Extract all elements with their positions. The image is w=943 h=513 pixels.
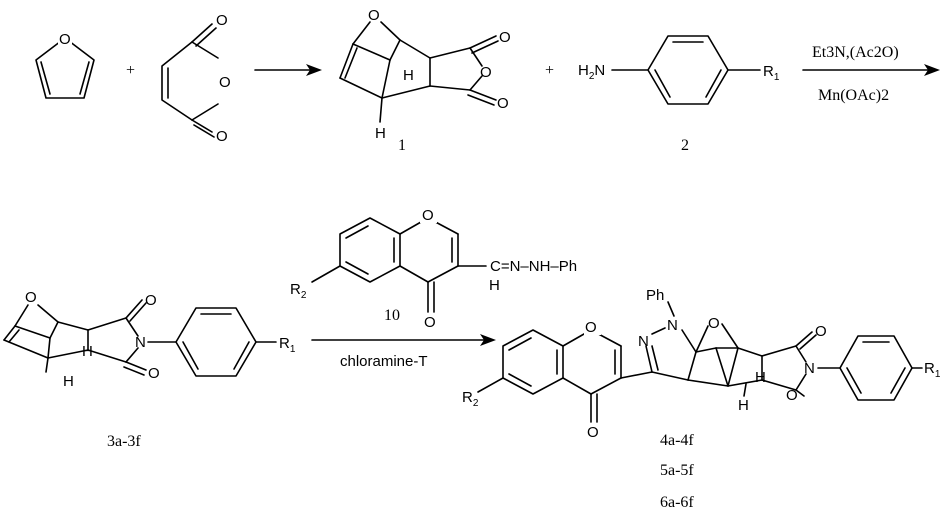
product-pyrazoline-n2: N bbox=[667, 317, 678, 334]
compound-1-carbonyl-o-bottom: O bbox=[497, 95, 509, 112]
arrow-2-reagent-bottom: Mn(OAc)2 bbox=[818, 87, 889, 104]
final-product-structure: O O R2 N N Ph O H H bbox=[462, 287, 941, 441]
maleic-anhydride-structure: O O O bbox=[161, 12, 231, 145]
compound-3-h2: H bbox=[82, 343, 93, 360]
compound-3-h: H bbox=[63, 373, 74, 390]
product-carbonyl-o: O bbox=[587, 424, 599, 441]
arrow-2-reagent-top: Et3N,(Ac2O) bbox=[812, 44, 899, 61]
compound-1-h: H bbox=[375, 125, 386, 142]
compound-10-r2: R2 bbox=[290, 281, 307, 301]
compound-3-carbonyl-o-bottom: O bbox=[148, 365, 160, 382]
product-label-4: 4a-4f bbox=[660, 432, 694, 449]
compound-2-label: 2 bbox=[681, 137, 689, 154]
compound-10-carbonyl-o: O bbox=[424, 314, 436, 331]
arrow-3-reagent: chloramine-T bbox=[340, 353, 428, 370]
compound-3-label: 3a-3f bbox=[107, 433, 141, 450]
product-r1: R1 bbox=[924, 360, 941, 380]
compound-2-r1: R1 bbox=[763, 63, 780, 83]
reaction-arrow-3 bbox=[311, 334, 496, 346]
product-imide-carbonyl-o-bottom: O bbox=[786, 387, 798, 404]
compound-10-chromone-o: O bbox=[422, 207, 434, 224]
product-phenyl: Ph bbox=[646, 287, 664, 304]
anhydride-carbonyl-o-top: O bbox=[216, 12, 228, 29]
compound-3-bridge-oxygen: O bbox=[25, 289, 37, 306]
reaction-arrow-2 bbox=[802, 64, 940, 76]
product-pyrazoline-n1: N bbox=[638, 333, 649, 350]
compound-1-ring-o: O bbox=[480, 64, 492, 81]
compound-3-structure: O H H O N O R1 bbox=[3, 289, 296, 390]
compound-1-label: 1 bbox=[398, 137, 406, 154]
compound-10-h: H bbox=[489, 277, 500, 294]
furan-oxygen: O bbox=[59, 31, 71, 48]
compound-1-structure: O H H O O O bbox=[339, 7, 511, 142]
compound-10-label: 10 bbox=[384, 307, 400, 324]
product-h2: H bbox=[755, 369, 766, 386]
amine-nh2: H2N bbox=[578, 62, 605, 82]
anhydride-ring-oxygen: O bbox=[219, 74, 231, 91]
product-h: H bbox=[738, 397, 749, 414]
anhydride-carbonyl-o-bottom: O bbox=[216, 128, 228, 145]
compound-3-imide-n: N bbox=[135, 334, 146, 351]
plus-sign-1: + bbox=[126, 62, 135, 79]
product-chromone-o: O bbox=[585, 319, 597, 336]
compound-3-carbonyl-o-top: O bbox=[145, 292, 157, 309]
product-label-6: 6a-6f bbox=[660, 494, 694, 511]
compound-3-r1: R1 bbox=[279, 335, 296, 355]
plus-sign-2: + bbox=[545, 62, 554, 79]
compound-1-bridge-oxygen: O bbox=[368, 7, 380, 24]
product-r2: R2 bbox=[462, 389, 479, 409]
product-label-5: 5a-5f bbox=[660, 462, 694, 479]
furan-structure: O bbox=[35, 30, 95, 99]
compound-1-h2: H bbox=[403, 67, 414, 84]
compound-10-structure: O O C=N–NH–Ph H R2 bbox=[290, 206, 577, 331]
compound-2-structure: H2N R1 bbox=[578, 35, 780, 105]
product-bridge-oxygen: O bbox=[708, 315, 720, 332]
product-imide-carbonyl-o-top: O bbox=[815, 323, 827, 340]
compound-10-hydrazone: C=N–NH–Ph bbox=[490, 258, 577, 275]
product-imide-n: N bbox=[804, 360, 815, 377]
compound-1-carbonyl-o-top: O bbox=[499, 29, 511, 46]
reaction-arrow-1 bbox=[254, 64, 322, 76]
